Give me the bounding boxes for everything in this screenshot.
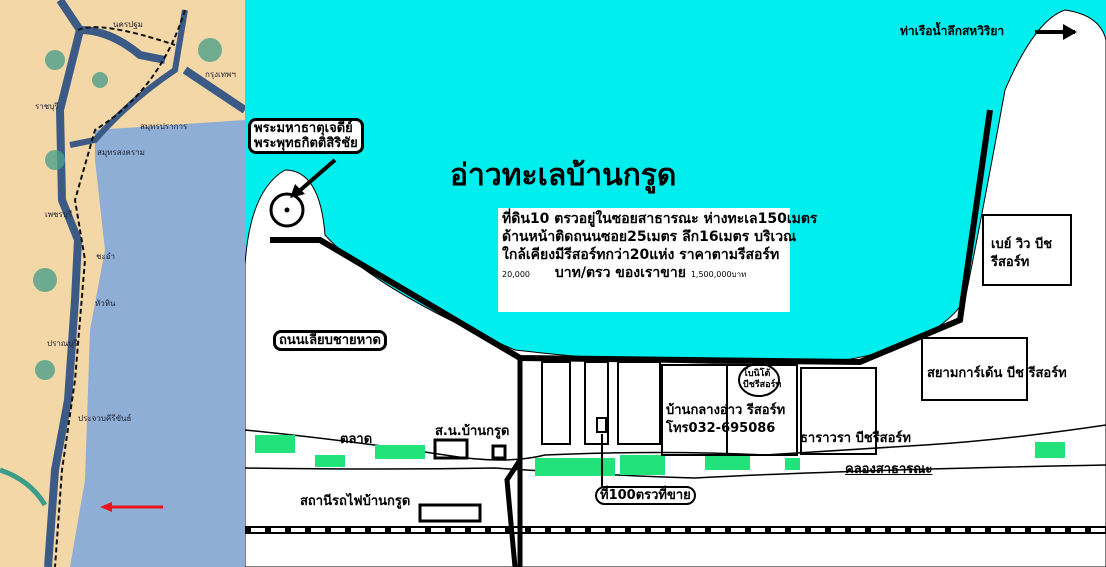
station-label: สถานีรถไฟบ้านกรูด <box>300 494 411 509</box>
info-line: ด้านหน้าติดถนนซอย25เมตร ลึก16เมตร บริเวณ <box>502 229 797 245</box>
temple-label-line: พระมหาธาตุเจดีย์ <box>254 121 353 136</box>
overview-label: หัวหิน <box>95 299 116 308</box>
overview-label: กรุงเทพฯ <box>205 70 236 79</box>
info-line: ที่ดิน10 ตรวอยู่ในซอยสาธารณะ ห่างทะเล150… <box>502 211 818 227</box>
bay-title: อ่าวทะเลบ้านกรูด <box>450 158 677 193</box>
resort-name-line: โบนิโต้ <box>743 369 771 379</box>
beach-road-label: ถนนเลียบชายหาด <box>273 330 387 351</box>
overview-label: สมุทรปราการ <box>140 122 188 131</box>
overview-map: นครปฐม กรุงเทพฯ ราชบุรี สมุทรสงคราม สมุท… <box>0 0 245 567</box>
plot-for-sale-label: ที่100ตรวที่ขาย <box>595 486 696 505</box>
overview-label: สมุทรสงคราม <box>97 148 145 157</box>
bay-view-resort: เบย์ วิว บีช รีสอร์ท <box>991 236 1052 272</box>
land-info: ที่ดิน10 ตรวอยู่ในซอยสาธารณะ ห่างทะเล150… <box>502 210 817 284</box>
site-map: พระมหาธาตุเจดีย์ พระพุทธกิตติสิริชัย อ่า… <box>245 0 1106 567</box>
overview-label: ปราณบุรี <box>47 339 78 348</box>
resort-name-line: รีสอร์ท <box>991 255 1030 270</box>
baan-klang-ao-resort: บ้านกลางอ่าว รีสอร์ท โทร032-695086 <box>666 402 785 438</box>
resort-name: บ้านกลางอ่าว รีสอร์ท <box>666 403 786 418</box>
siam-garden-resort: สยามการ์เด้น บีช รีสอร์ท <box>927 366 1067 381</box>
resort-name-line: บีชรีสอร์ท <box>743 380 782 390</box>
price-total: 1,500,000บาท <box>690 270 747 279</box>
price-unit: บาท/ตรว ของเราขาย <box>554 265 686 281</box>
price-per-wah: 20,000 <box>502 270 530 279</box>
police-label: ส.น.บ้านกรูด <box>435 424 510 439</box>
overview-label: ราชบุรี <box>35 102 59 111</box>
overview-label: เพชรบุรี <box>45 210 73 219</box>
temple-callout: พระมหาธาตุเจดีย์ พระพุทธกิตติสิริชัย <box>248 118 364 154</box>
overview-map-graphic <box>0 0 245 567</box>
canal-label: คลองสาธารณะ <box>845 462 933 477</box>
site-map-graphic <box>245 0 1106 567</box>
tharawara-resort: ธาราวรา บีชรีสอร์ท <box>800 431 911 446</box>
overview-label: นครปฐม <box>113 20 143 29</box>
bonito-resort: โบนิโต้ บีชรีสอร์ท <box>743 369 781 391</box>
overview-label: ประจวบคีรีขันธ์ <box>78 414 132 423</box>
resort-phone: โทร032-695086 <box>666 421 776 436</box>
info-line: ใกล้เคียงมีรีสอร์ทกว่า20แห่ง ราคาตามรีสอ… <box>502 247 780 263</box>
pier-label: ท่าเรือน้ำลึกสหวิริยา <box>900 24 1005 38</box>
resort-name-line: เบย์ วิว บีช <box>991 237 1053 252</box>
temple-label-line: พระพุทธกิตติสิริชัย <box>254 136 358 151</box>
overview-label: ชะอำ <box>96 252 116 261</box>
market-label: ตลาด <box>340 432 373 447</box>
